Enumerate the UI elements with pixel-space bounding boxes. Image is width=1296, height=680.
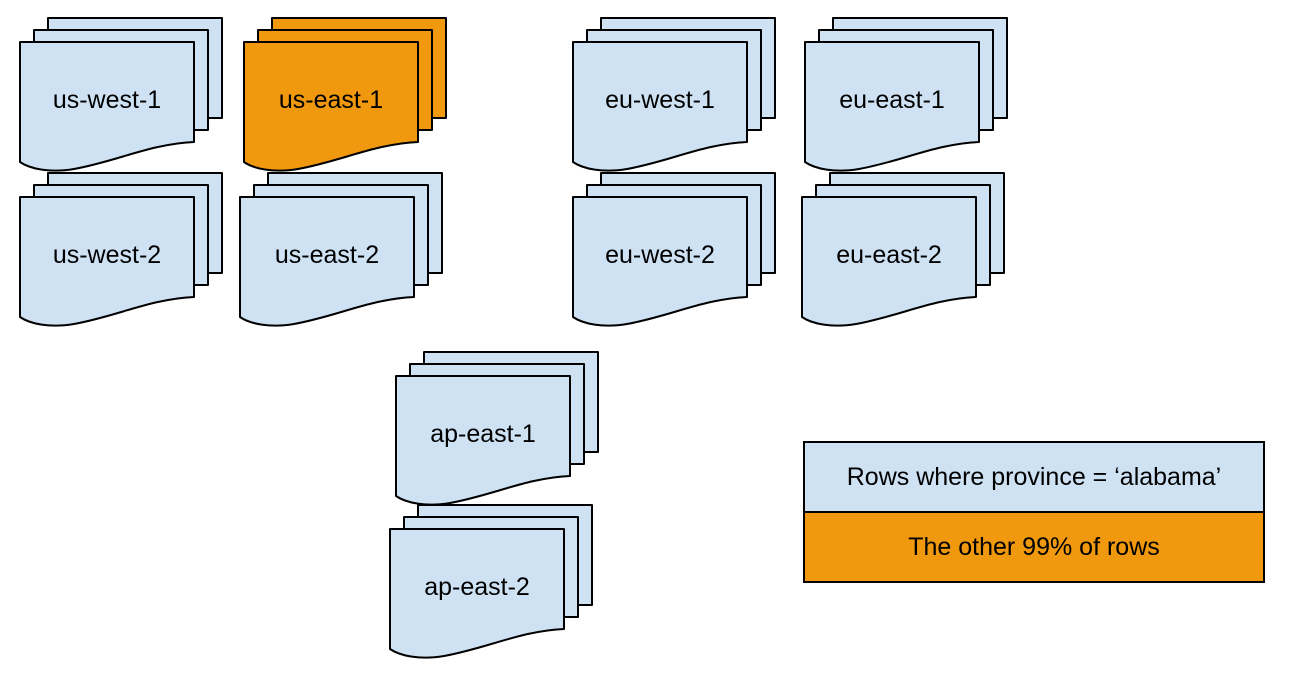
multi-document-icon bbox=[572, 17, 776, 172]
legend-item-other-rows: The other 99% of rows bbox=[805, 513, 1263, 581]
document-page-front bbox=[395, 375, 571, 506]
multi-document-icon bbox=[19, 172, 223, 327]
multi-document-icon bbox=[389, 504, 593, 659]
region-stack-eu-east-2: eu-east-2 bbox=[800, 171, 1008, 331]
document-page-front bbox=[801, 196, 977, 327]
legend-item-label: Rows where province = ‘alabama’ bbox=[846, 462, 1222, 491]
document-page-front bbox=[804, 41, 980, 172]
region-stack-us-west-2: us-west-2 bbox=[18, 171, 226, 331]
multi-document-icon bbox=[19, 17, 223, 172]
region-stack-eu-east-1: eu-east-1 bbox=[803, 16, 1011, 176]
document-page-front bbox=[239, 196, 415, 327]
multi-document-icon bbox=[239, 172, 443, 327]
document-page-front bbox=[572, 41, 748, 172]
multi-document-icon bbox=[243, 17, 447, 172]
multi-document-icon bbox=[801, 172, 1005, 327]
legend: Rows where province = ‘alabama’ The othe… bbox=[803, 441, 1265, 583]
region-stack-us-east-2: us-east-2 bbox=[238, 171, 446, 331]
document-page-front bbox=[243, 41, 419, 172]
region-stack-eu-west-2: eu-west-2 bbox=[571, 171, 779, 331]
multi-document-icon bbox=[804, 17, 1008, 172]
document-page-front bbox=[19, 41, 195, 172]
region-stack-ap-east-1: ap-east-1 bbox=[394, 350, 602, 510]
document-page-front bbox=[19, 196, 195, 327]
multi-document-icon bbox=[572, 172, 776, 327]
legend-item-alabama-rows: Rows where province = ‘alabama’ bbox=[805, 443, 1263, 513]
region-stack-ap-east-2: ap-east-2 bbox=[388, 503, 596, 663]
document-page-front bbox=[389, 528, 565, 659]
multi-document-icon bbox=[395, 351, 599, 506]
legend-item-label: The other 99% of rows bbox=[908, 532, 1160, 561]
region-stack-us-east-1: us-east-1 bbox=[242, 16, 450, 176]
region-stack-eu-west-1: eu-west-1 bbox=[571, 16, 779, 176]
region-stack-us-west-1: us-west-1 bbox=[18, 16, 226, 176]
document-page-front bbox=[572, 196, 748, 327]
